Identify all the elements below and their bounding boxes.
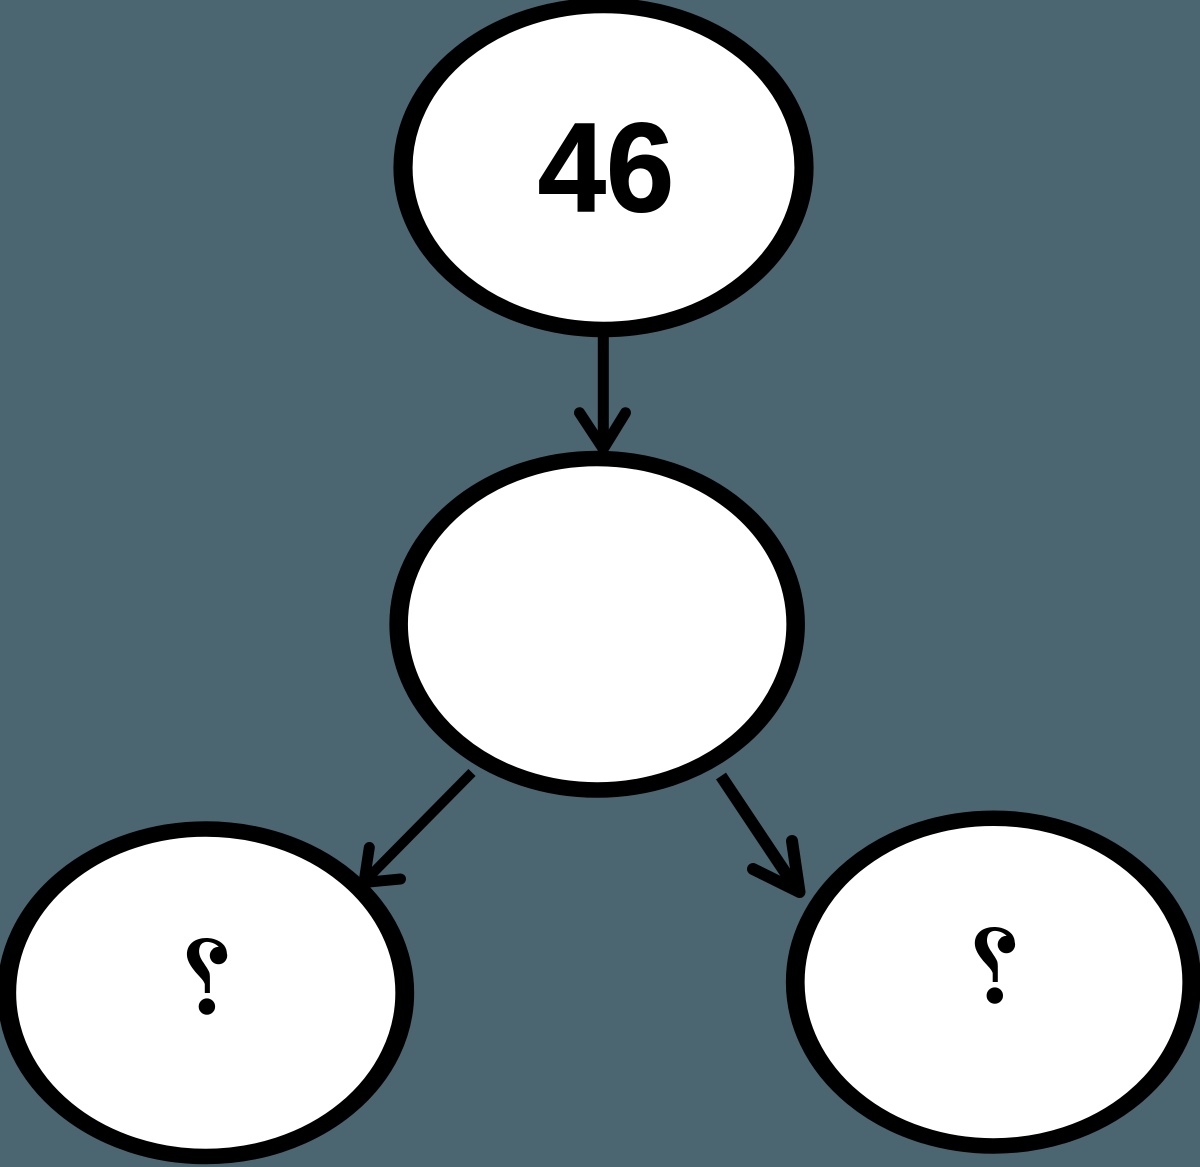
svg-text:46: 46 [538, 98, 675, 239]
